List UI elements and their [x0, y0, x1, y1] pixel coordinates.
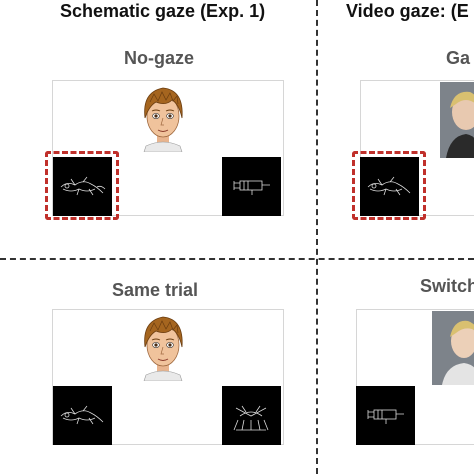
syringe-icon: [233, 180, 270, 195]
creature-icon: [233, 405, 269, 431]
panel-label-switch: Switch: [420, 276, 474, 296]
stimulus-syringe: [222, 157, 281, 216]
right-column-header: Video gaze: (E: [346, 1, 469, 21]
selected-target-highlight: [45, 151, 119, 220]
selected-target-highlight-video: [352, 151, 426, 220]
horizontal-divider: [0, 258, 474, 260]
stimulus-lizard-video: [360, 157, 419, 216]
stimulus-lizard: [53, 157, 112, 216]
stimulus-creature: [222, 386, 281, 445]
schematic-face-icon: [143, 316, 183, 381]
stimulus-syringe-video: [356, 386, 415, 445]
stimulus-lizard: [53, 386, 112, 445]
panel-label-no-gaze: No-gaze: [124, 48, 195, 68]
panel-label-same-trial: Same trial: [112, 280, 199, 300]
video-actor-frame-switch: [432, 311, 474, 385]
left-column-header: Schematic gaze (Exp. 1): [60, 1, 266, 21]
vertical-divider: [316, 0, 318, 474]
lizard-icon: [60, 405, 104, 425]
schematic-face-icon: [143, 87, 183, 152]
lizard-icon: [60, 176, 106, 196]
panel-label-gaze: Ga: [446, 48, 471, 68]
actor-portrait-icon: [432, 311, 474, 385]
syringe-icon: [367, 409, 404, 424]
video-actor-frame: [440, 82, 474, 158]
actor-portrait-icon: [440, 82, 474, 158]
lizard-icon: [367, 176, 411, 196]
